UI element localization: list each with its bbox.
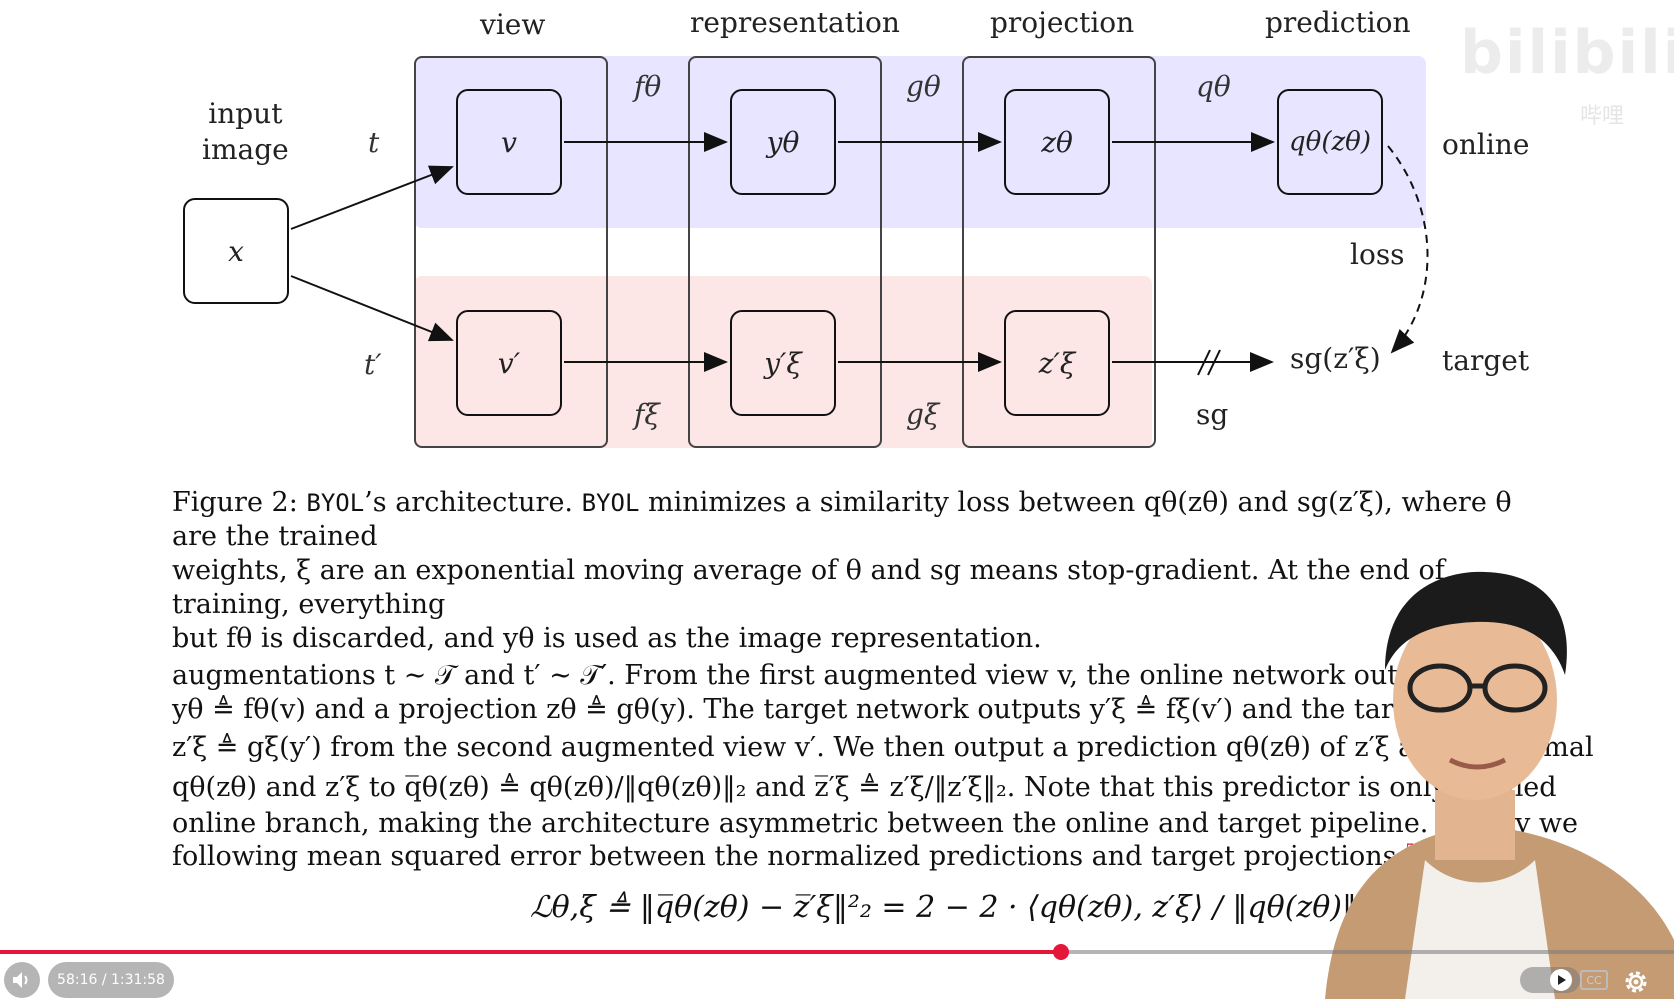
view-column	[414, 56, 608, 448]
box-q-theta: qθ(zθ)	[1277, 89, 1383, 195]
progress-knob[interactable]	[1052, 944, 1069, 960]
caption-line1: Figure 2: BYOL’s architecture. BYOL mini…	[172, 486, 1542, 554]
body-line-5: online branch, making the architecture a…	[172, 808, 1579, 839]
presenter-glasses	[1407, 663, 1548, 713]
body-line-6: following mean squared error between the…	[172, 840, 1472, 872]
body-line-3: z′ξ ≜ gξ(y′) from the second augmented v…	[172, 732, 1594, 763]
label-target: target	[1442, 344, 1530, 377]
settings-button[interactable]	[1622, 968, 1650, 996]
label-g-xi: gξ	[906, 398, 940, 431]
presenter-face	[1393, 600, 1557, 800]
label-online: online	[1442, 128, 1530, 161]
label-loss: loss	[1350, 238, 1405, 271]
play-icon	[1550, 969, 1572, 991]
presenter-shirt	[1405, 860, 1555, 999]
label-f-xi: fξ	[634, 398, 660, 431]
box-z-theta: zθ	[1004, 89, 1110, 195]
input-image-label: input image	[202, 96, 289, 168]
caption-prefix: Figure 2:	[172, 487, 307, 518]
bilibili-watermark: bilibili	[1460, 18, 1674, 88]
label-g-theta: gθ	[906, 70, 941, 103]
arrow-x-to-vprime	[290, 275, 454, 342]
projection-column	[962, 56, 1156, 448]
stop-gradient-slashes	[1197, 349, 1221, 376]
box-y-theta: yθ	[730, 89, 836, 195]
body-line-1: augmentations t ∼ 𝒯 and t′ ∼ 𝒯′. From th…	[172, 660, 1550, 691]
body-line-2: yθ ≜ fθ(v) and a projection zθ ≜ gθ(y). …	[172, 694, 1438, 725]
autoplay-toggle[interactable]	[1520, 967, 1580, 993]
box-v-prime: v′	[456, 310, 562, 416]
header-projection: projection	[990, 6, 1135, 39]
time-display: 58:16 / 1:31:58	[48, 962, 174, 998]
speaker-icon	[13, 972, 28, 988]
caption-byol-2: BYOL	[581, 489, 640, 517]
body-line-4: qθ(zθ) and z′ξ to q̅θ(zθ) ≜ qθ(zθ)/‖qθ(z…	[172, 772, 1557, 803]
box-y-xi: y′ξ	[730, 310, 836, 416]
caption-byol-1: BYOL	[306, 489, 365, 517]
input-label-line1: input	[208, 97, 283, 130]
caption-line2: weights, ξ are an exponential moving ave…	[172, 555, 1445, 620]
presenter-video-overlay	[1325, 571, 1674, 999]
header-prediction: prediction	[1265, 6, 1411, 39]
progress-fill	[0, 950, 1061, 954]
presenter-mouth	[1448, 757, 1507, 770]
watermark-subtext: 哔哩	[1580, 104, 1625, 129]
box-z-xi: z′ξ	[1004, 310, 1110, 416]
label-f-theta: fθ	[634, 70, 662, 103]
box-x: x	[183, 198, 289, 304]
arrows-layer	[290, 132, 1429, 376]
input-label-line2: image	[202, 133, 289, 166]
caption-line1b-text: minimizes a similarity loss between qθ(z…	[172, 487, 1512, 552]
body-line-6-text: following mean squared error between the…	[172, 841, 1406, 872]
loss-formula: ℒθ,ξ ≜ ‖q̅θ(zθ) − z̅′ξ‖²₂ = 2 − 2 · ⟨qθ(…	[530, 890, 1498, 925]
label-t-prime: t′	[364, 348, 382, 381]
gear-icon	[1625, 971, 1647, 993]
header-representation: representation	[690, 6, 900, 39]
loss-arrow	[1387, 145, 1429, 354]
volume-button[interactable]	[4, 962, 40, 998]
header-view: view	[480, 8, 546, 41]
representation-column	[688, 56, 882, 448]
figure-caption: Figure 2: BYOL’s architecture. BYOL mini…	[172, 486, 1542, 656]
subtitles-button[interactable]: CC	[1580, 970, 1608, 990]
presenter-hair	[1385, 571, 1567, 675]
label-sg-z: sg(z′ξ)	[1290, 342, 1381, 375]
label-t: t	[368, 126, 380, 159]
arrow-x-to-v	[290, 165, 454, 230]
target-band	[414, 276, 1152, 448]
label-q-theta: qθ	[1196, 70, 1231, 103]
progress-bar[interactable]	[0, 944, 1674, 960]
caption-line1-text: ’s architecture.	[364, 487, 582, 518]
box-v: v	[456, 89, 562, 195]
label-sg: sg	[1196, 398, 1229, 431]
caption-line3: but fθ is discarded, and yθ is used as t…	[172, 623, 1042, 654]
